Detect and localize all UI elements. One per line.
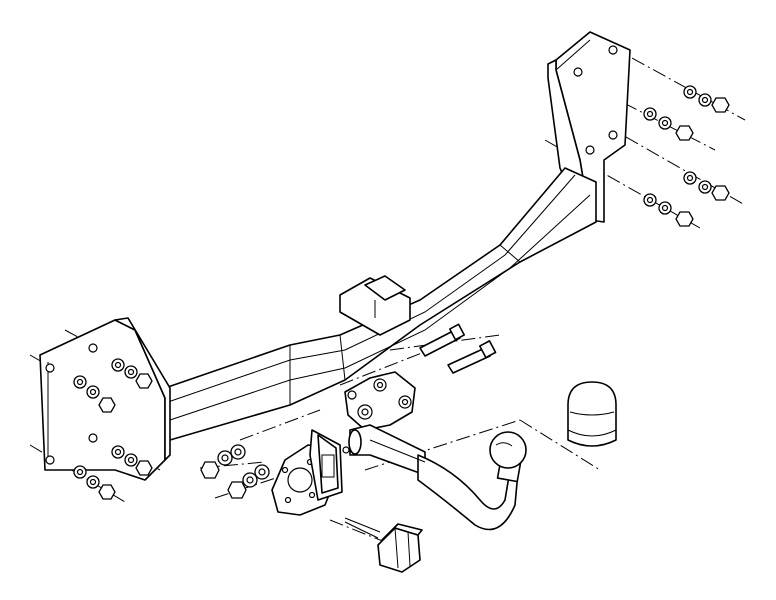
tow-bar-crossbeam xyxy=(164,167,597,441)
left-fasteners xyxy=(73,358,153,500)
front-fasteners xyxy=(200,444,270,499)
wiring-connector xyxy=(344,517,423,573)
neck-mounting-bracket xyxy=(344,371,416,431)
bolts xyxy=(419,323,497,374)
right-fasteners xyxy=(643,85,730,227)
tow-ball-neck xyxy=(348,424,527,531)
ball-cover-cap xyxy=(567,381,617,447)
electrical-socket xyxy=(309,429,350,501)
